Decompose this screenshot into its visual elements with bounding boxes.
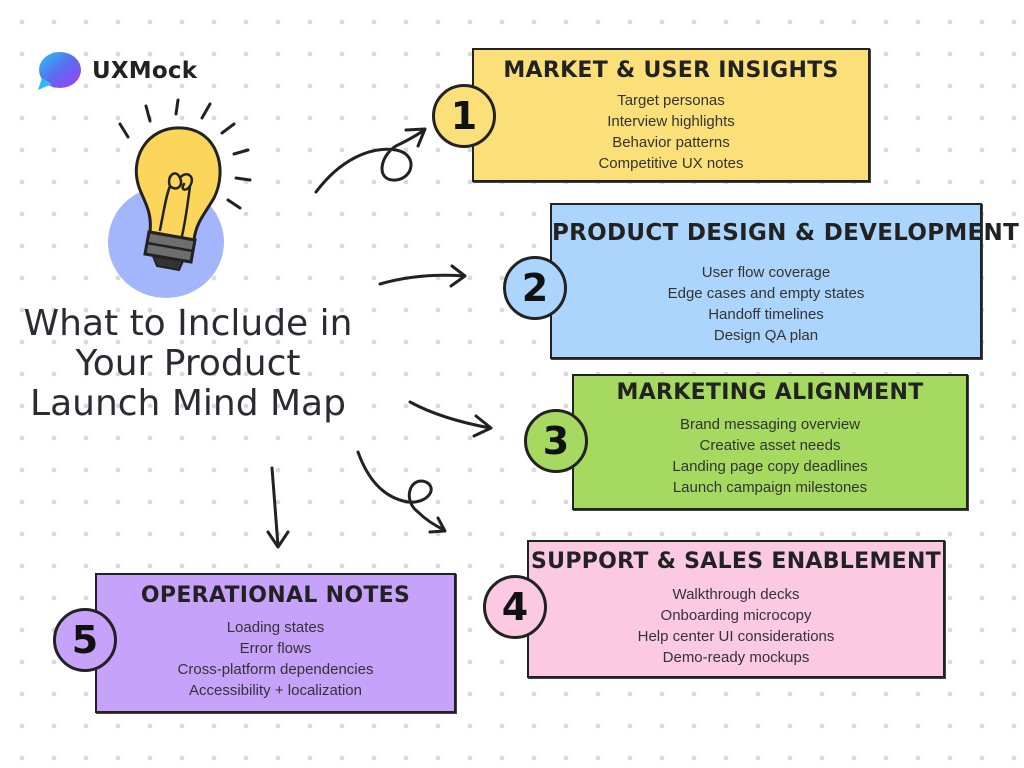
list-item: Error flows: [239, 640, 312, 657]
list-item: Demo-ready mockups: [662, 649, 810, 666]
section-marketing-alignment: MARKETING ALIGNMENT Brand messaging over…: [572, 374, 968, 510]
list-item: Creative asset needs: [699, 437, 841, 454]
list-item: Accessibility + localization: [189, 682, 362, 699]
section-items: Loading states Error flows Cross-platfor…: [97, 617, 454, 701]
list-item: User flow coverage: [701, 264, 831, 281]
arrow-icon: [408, 400, 493, 438]
list-item: Brand messaging overview: [679, 416, 861, 433]
section-number-badge: 2: [503, 256, 567, 320]
section-support-sales-enablement: SUPPORT & SALES ENABLEMENT Walkthrough d…: [527, 540, 945, 678]
section-title: OPERATIONAL NOTES: [140, 583, 411, 608]
section-title: SUPPORT & SALES ENABLEMENT: [531, 549, 941, 574]
arrow-icon: [314, 127, 427, 194]
title-line: What to Include in: [23, 303, 353, 344]
title-line: Launch Mind Map: [30, 383, 346, 424]
list-item: Help center UI considerations: [637, 628, 835, 645]
section-operational-notes: OPERATIONAL NOTES Loading states Error f…: [95, 573, 456, 713]
chat-bubble-logo-icon: [34, 50, 82, 92]
brand-logo: UXMock: [34, 50, 197, 92]
list-item: Launch campaign milestones: [672, 479, 868, 496]
section-items: Walkthrough decks Onboarding microcopy H…: [529, 584, 943, 668]
list-item: Landing page copy deadlines: [672, 458, 868, 475]
arrow-icon: [356, 450, 447, 534]
section-number-badge: 5: [53, 608, 117, 672]
section-items: Brand messaging overview Creative asset …: [574, 414, 966, 498]
section-title: PRODUCT DESIGN & DEVELOPMENT: [552, 220, 1020, 246]
brand-name: UXMock: [92, 58, 198, 84]
title-line: Your Product: [75, 343, 301, 384]
section-number-badge: 3: [524, 409, 588, 473]
list-item: Interview highlights: [607, 113, 735, 130]
list-item: Cross-platform dependencies: [177, 661, 374, 678]
list-item: Behavior patterns: [612, 134, 730, 151]
page-title: What to Include in Your Product Launch M…: [8, 304, 368, 424]
list-item: Handoff timelines: [708, 306, 824, 323]
list-item: Edge cases and empty states: [667, 285, 865, 302]
section-title: MARKET & USER INSIGHTS: [503, 58, 839, 83]
list-item: Target personas: [617, 92, 725, 109]
list-item: Loading states: [226, 619, 325, 636]
arrow-icon: [378, 264, 467, 288]
section-items: Target personas Interview highlights Beh…: [474, 90, 868, 174]
section-title: MARKETING ALIGNMENT: [616, 380, 924, 405]
list-item: Walkthrough decks: [672, 586, 800, 603]
section-items: User flow coverage Edge cases and empty …: [552, 262, 980, 346]
section-market-user-insights: MARKET & USER INSIGHTS Target personas I…: [472, 48, 870, 182]
section-number-badge: 1: [432, 84, 496, 148]
arrow-icon: [266, 466, 290, 549]
list-item: Onboarding microcopy: [660, 607, 812, 624]
list-item: Competitive UX notes: [598, 155, 744, 172]
section-number-badge: 4: [483, 575, 547, 639]
list-item: Design QA plan: [713, 327, 819, 344]
section-product-design-development: PRODUCT DESIGN & DEVELOPMENT User flow c…: [550, 203, 1020, 359]
